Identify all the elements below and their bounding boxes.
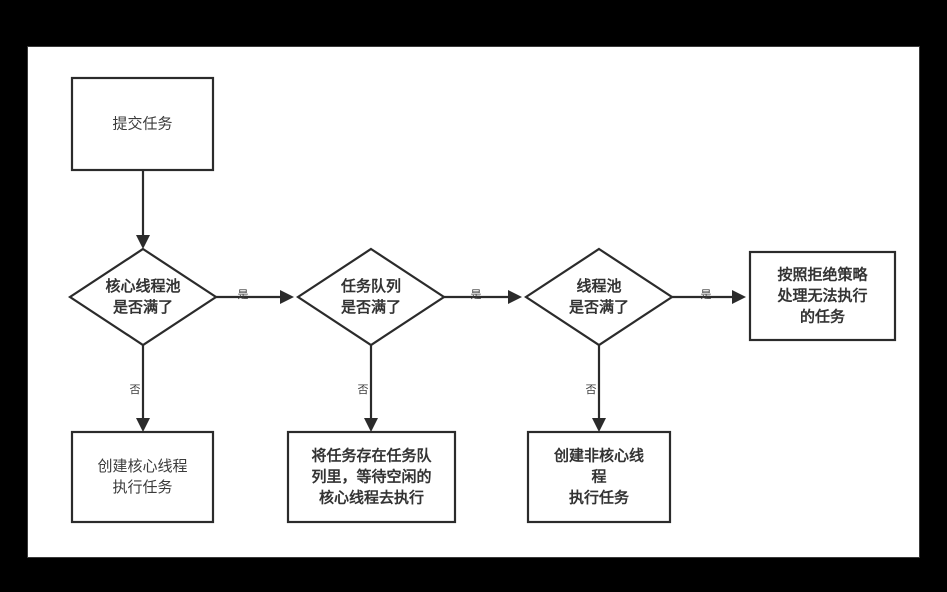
edge-pool-check-no-to-create-noncore: 否 xyxy=(586,345,606,432)
edge-submit-to-core-check xyxy=(136,170,150,249)
store-in-queue-text-line: 将任务存在任务队 xyxy=(311,447,432,465)
thread-pool-full-diamond[interactable] xyxy=(523,247,675,347)
create-noncore-thread-box[interactable] xyxy=(526,430,672,524)
create-core-thread-text-line: 创建核心线程 xyxy=(97,457,187,475)
reject-policy-text-line: 按照拒绝策略 xyxy=(777,266,868,284)
queue-full-diamond[interactable] xyxy=(295,247,447,347)
thread-pool-full-text-line: 线程池 xyxy=(576,277,621,295)
core-pool-full-text-line: 是否满了 xyxy=(112,298,173,316)
create-core-thread-text-line: 执行任务 xyxy=(112,478,172,496)
store-in-queue-box[interactable] xyxy=(286,430,457,524)
create-noncore-thread-text-line: 创建非核心线 xyxy=(553,447,644,465)
submit-task-box[interactable] xyxy=(70,76,215,172)
edge-label: 是 xyxy=(471,288,482,301)
edge-arrowhead xyxy=(508,290,522,304)
edge-arrowhead xyxy=(280,290,294,304)
edge-label: 是 xyxy=(701,288,712,301)
submit-task-text-line: 提交任务 xyxy=(112,115,172,133)
edge-core-check-no-to-create-core: 否 xyxy=(130,345,150,432)
store-in-queue-text-line: 列里，等待空闲的 xyxy=(311,468,431,486)
edge-arrowhead xyxy=(732,290,746,304)
edge-label: 否 xyxy=(358,383,369,396)
create-core-thread-box[interactable] xyxy=(70,430,215,524)
create-noncore-thread-text-line: 执行任务 xyxy=(569,489,630,507)
queue-full-text-line: 任务队列 xyxy=(340,277,401,295)
edge-arrowhead xyxy=(136,235,150,249)
edge-arrowhead xyxy=(592,418,606,432)
reject-policy-text-line: 的任务 xyxy=(800,308,846,326)
edge-label: 是 xyxy=(238,288,249,301)
create-noncore-thread-text-line: 程 xyxy=(591,468,606,486)
edge-arrowhead xyxy=(364,418,378,432)
edge-label: 否 xyxy=(586,383,597,396)
queue-full-text-line: 是否满了 xyxy=(340,298,401,316)
edge-arrowhead xyxy=(136,418,150,432)
reject-policy-box[interactable] xyxy=(748,250,897,342)
thread-pool-full-text-line: 是否满了 xyxy=(568,298,629,316)
core-pool-full-diamond[interactable] xyxy=(67,247,219,347)
edge-pool-check-yes-to-reject: 是 xyxy=(672,288,746,304)
store-in-queue-text-line: 核心线程去执行 xyxy=(319,489,424,507)
edge-core-check-yes-to-queue-check: 是 xyxy=(216,288,294,304)
edge-queue-check-yes-to-pool-check: 是 xyxy=(444,288,522,304)
edge-queue-check-no-to-store: 否 xyxy=(358,345,378,432)
reject-policy-text-line: 处理无法执行 xyxy=(776,287,867,305)
edge-label: 否 xyxy=(130,383,141,396)
core-pool-full-text-line: 核心线程池 xyxy=(105,277,180,295)
node-submit-task[interactable]: 提交任务 xyxy=(70,76,215,172)
